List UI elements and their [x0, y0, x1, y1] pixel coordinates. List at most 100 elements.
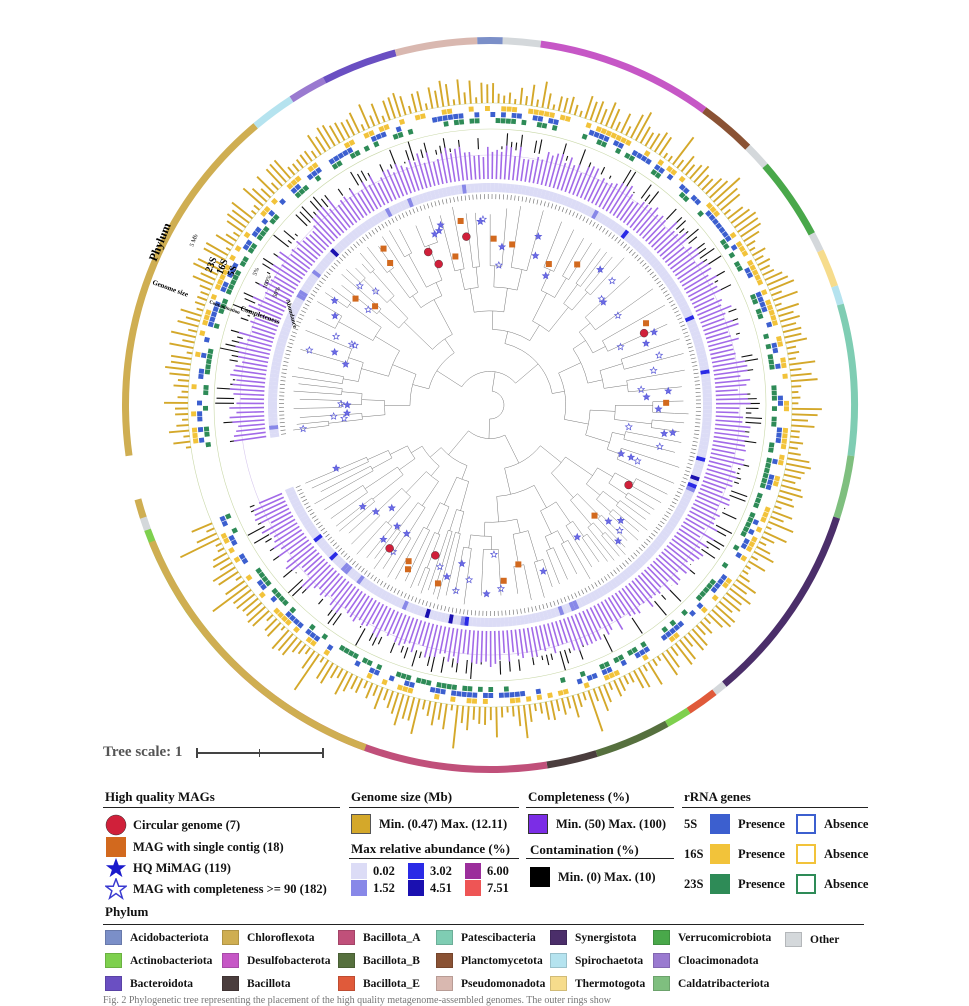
genome-size-bar: [226, 248, 230, 251]
genome-size-bar: [409, 106, 411, 114]
abundance-cell: [482, 183, 486, 192]
rrna-cell: [205, 442, 211, 447]
leaf-tick: [349, 559, 352, 563]
contamination-bar: [421, 150, 423, 158]
leaf-tick: [680, 485, 685, 487]
completeness-bar: [406, 167, 415, 192]
rrna-cell: [580, 671, 586, 677]
phylum-ring-segment: [477, 37, 503, 44]
rrna-cell: [768, 359, 774, 364]
leaf-tick: [323, 531, 327, 534]
tree-branch: [324, 323, 335, 328]
rrna-cell: [435, 688, 441, 694]
tree-arc: [609, 510, 613, 514]
rrna-cell: [784, 401, 789, 406]
completeness-bar: [232, 384, 264, 387]
phylum-legend-item: Bacillota_A: [338, 930, 421, 945]
rrna-cell: [753, 502, 759, 508]
leaf-tick: [588, 586, 590, 590]
genome-size-bar: [664, 153, 667, 158]
rrna-cell: [208, 349, 214, 355]
genome-size-bar: [169, 431, 189, 433]
completeness-bar: [496, 150, 497, 179]
tree-leaf-branch: [660, 353, 683, 359]
leaf-tick: [593, 222, 595, 226]
rrna-cell: [472, 692, 477, 697]
tree-arc: [625, 493, 628, 497]
tree-leaf-branch: [351, 529, 366, 544]
completeness-bar: [279, 537, 307, 557]
phylum-swatch: [436, 953, 453, 968]
rrna-cell: [398, 132, 404, 138]
leaf-tick: [555, 205, 557, 210]
abundance-swatch: [351, 880, 367, 896]
tree-arc: [424, 527, 430, 530]
rrna-cell: [199, 330, 205, 336]
circular-genome-marker: [431, 551, 439, 559]
genome-size-bar: [688, 633, 703, 650]
contamination-bar: [632, 618, 642, 633]
tree-branch: [621, 448, 643, 455]
genome-size-bar: [601, 109, 607, 124]
genome-size-bar: [439, 703, 442, 720]
genome-size-bar: [775, 506, 782, 508]
completeness-bar: [378, 183, 388, 203]
contamination-bar: [509, 660, 510, 671]
single-contig-marker: [406, 558, 412, 564]
leaf-tick: [526, 197, 527, 202]
abundance-cell: [480, 618, 484, 627]
phylum-ring-segment: [323, 50, 397, 84]
rrna-cell: [447, 684, 452, 690]
hq-mimag-marker: [357, 283, 363, 289]
leaf-tick: [660, 521, 664, 524]
rrna-cell: [526, 696, 531, 702]
phylum-label: Bacteroidota: [130, 978, 193, 990]
genome-size-bar: [331, 666, 338, 678]
tree-branch: [602, 332, 618, 341]
tree-arc: [585, 317, 595, 330]
genome-size-bar: [392, 693, 399, 714]
tree-branch: [513, 534, 519, 565]
rrna-cell: [760, 483, 766, 489]
genome-size-bar: [299, 644, 306, 653]
rrna-cell: [769, 442, 775, 447]
completeness-bar: [715, 380, 750, 383]
completeness-bar: [274, 530, 302, 549]
rrna-cell: [321, 633, 328, 640]
phylum-ring-segment: [702, 107, 750, 149]
abundance-cell: [489, 618, 493, 627]
genome-size-bar: [575, 105, 578, 115]
tree-branch: [568, 540, 578, 557]
leaf-tick: [427, 204, 428, 209]
genome-size-bar: [435, 91, 438, 108]
rrna-cell: [517, 113, 522, 118]
abundance-value: 1.52: [373, 881, 395, 896]
leaf-tick: [562, 207, 564, 212]
single-contig-marker: [381, 246, 387, 252]
tree-branch: [627, 377, 647, 381]
leaf-tick: [280, 426, 285, 427]
rrna-cell: [730, 232, 737, 239]
genome-size-bar: [178, 321, 199, 327]
rrna-cell: [689, 610, 696, 617]
contamination-bar: [539, 139, 542, 153]
star-outline-marker-icon: [105, 878, 127, 900]
rrna-cell: [469, 106, 474, 111]
tree-branch: [616, 505, 635, 520]
phylum-label: Patescibacteria: [461, 932, 536, 944]
rrna-cell: [448, 114, 453, 120]
abundance-cell: [703, 406, 712, 410]
completeness-bar: [601, 602, 612, 622]
tree-arc: [490, 391, 504, 419]
tree-branch: [413, 530, 430, 564]
leaf-tick: [651, 533, 655, 536]
genome-size-bar: [619, 678, 625, 691]
rrna-cell: [782, 433, 787, 438]
contamination-bar: [265, 539, 271, 543]
rrna-cell: [381, 131, 387, 137]
phylum-swatch: [338, 953, 355, 968]
completeness-bar: [503, 631, 504, 653]
rrna-cell: [760, 516, 766, 522]
hq-mimag-marker: [300, 425, 306, 431]
tree-branch: [588, 380, 603, 383]
